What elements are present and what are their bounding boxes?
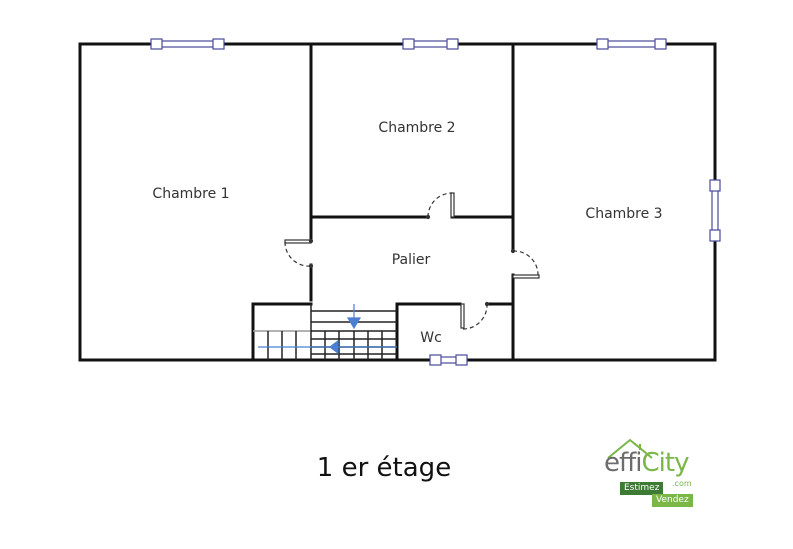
staircase [253, 304, 397, 360]
window-chambre-2 [402, 38, 459, 50]
windows [150, 38, 721, 366]
efficity-logo: effiCity .com Estimez Vendez [600, 436, 710, 508]
floor-title: 1 er étage [316, 453, 452, 483]
arrow-down-icon [346, 317, 362, 330]
logo-domain: .com [672, 479, 692, 488]
arrow-left-icon [329, 339, 339, 355]
logo-badge-vendez: Vendez [652, 494, 693, 507]
logo-badge-estimez: Estimez [620, 482, 664, 495]
room-label-chambre-2: Chambre 2 [378, 120, 456, 136]
stair-arrows [258, 304, 397, 355]
window-chambre-3-right [709, 179, 721, 242]
window-chambre-1 [150, 38, 225, 50]
window-chambre-3-top [596, 38, 667, 50]
window-wc [429, 354, 468, 366]
doors [284, 192, 540, 330]
room-label-chambre-1: Chambre 1 [152, 186, 230, 202]
room-label-chambre-3: Chambre 3 [585, 206, 663, 222]
house-roof-icon [607, 438, 653, 459]
room-label-wc: Wc [420, 330, 442, 346]
room-label-palier: Palier [391, 252, 431, 268]
walls [78, 42, 717, 362]
logo-wordmark: effiCity [604, 448, 689, 478]
